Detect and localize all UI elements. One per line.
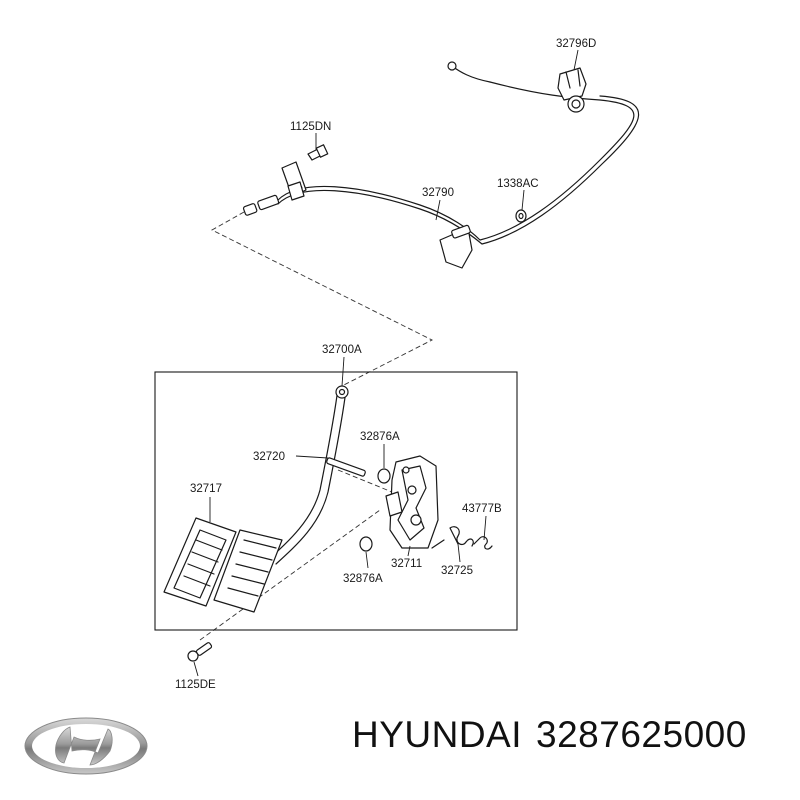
brand-name: HYUNDAI xyxy=(352,714,523,755)
label-1338AC: 1338AC xyxy=(497,178,539,190)
label-32717: 32717 xyxy=(190,483,222,495)
pedal-assembly-frame xyxy=(154,371,518,631)
reference-lines xyxy=(199,211,433,641)
label-32711: 32711 xyxy=(391,558,422,570)
part-number: 3287625000 xyxy=(536,714,747,755)
label-32720: 32720 xyxy=(253,451,285,463)
label-32876A-top: 32876A xyxy=(360,431,400,443)
label-32790: 32790 xyxy=(422,187,454,199)
label-43777B: 43777B xyxy=(462,503,502,515)
label-32796D: 32796D xyxy=(556,38,596,50)
accelerator-cable xyxy=(242,61,640,269)
label-1125DE: 1125DE xyxy=(175,679,216,691)
label-32876A-bottom: 32876A xyxy=(343,573,383,585)
label-1125DN: 1125DN xyxy=(290,121,331,133)
bolt-1125DE xyxy=(187,642,213,662)
brand-part-number: HYUNDAI 3287625000 xyxy=(352,714,761,756)
label-32700A: 32700A xyxy=(322,344,362,356)
leader-lines xyxy=(193,49,579,677)
hyundai-logo-icon xyxy=(22,715,150,782)
accelerator-pedal-assembly xyxy=(163,385,493,613)
part-labels: 32796D 1125DN 32790 1338AC 32700A 32720 … xyxy=(175,38,596,691)
label-32725: 32725 xyxy=(441,565,473,577)
